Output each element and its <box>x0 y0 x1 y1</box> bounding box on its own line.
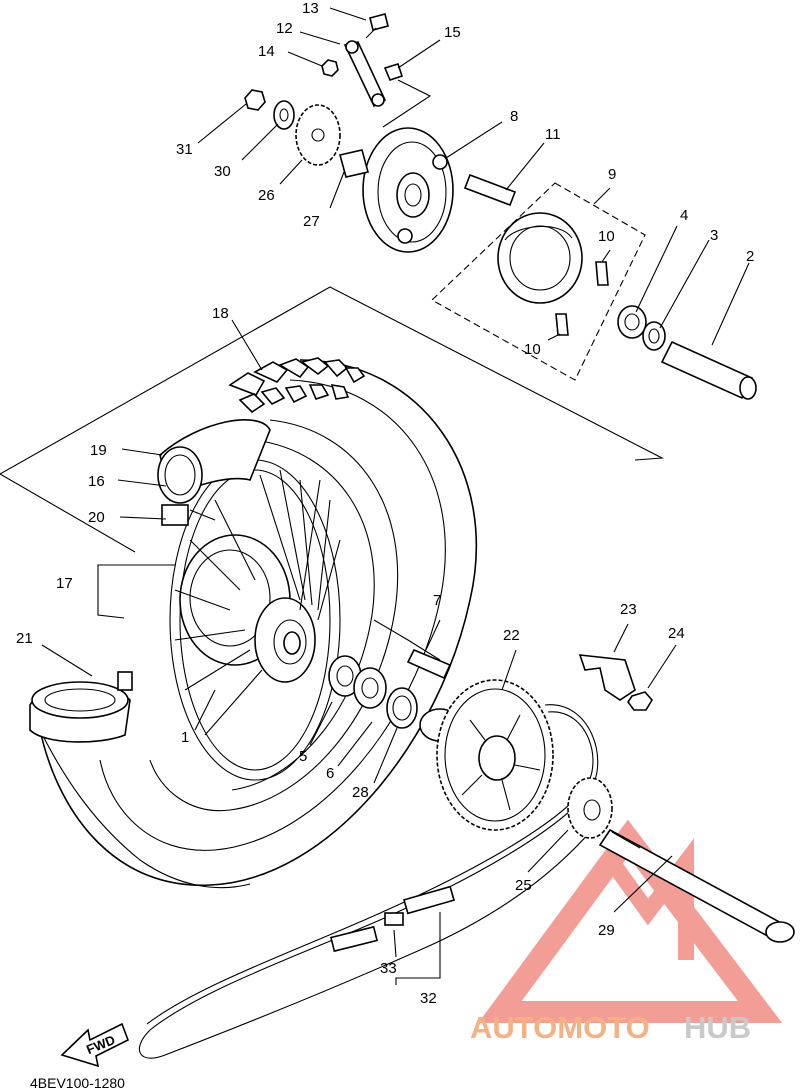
part-label-12: 12 <box>276 20 293 37</box>
part-label-23: 23 <box>620 601 637 618</box>
diagram-code: 4BEV100-1280 <box>30 1075 125 1089</box>
part-label-13: 13 <box>302 0 319 17</box>
chain-puller-bracket <box>578 654 653 711</box>
part-label-4: 4 <box>680 207 688 224</box>
group-18-outline <box>0 286 664 553</box>
part-label-15: 15 <box>444 24 461 41</box>
part-label-32: 32 <box>420 990 437 1007</box>
leader-lines <box>41 7 750 985</box>
nut-14 <box>321 59 339 77</box>
wheel-hub-assembly <box>169 459 341 781</box>
collar-2 <box>660 340 757 400</box>
part-label-8: 8 <box>510 108 518 125</box>
part-label-1: 1 <box>181 729 189 746</box>
part-label-25: 25 <box>515 877 532 894</box>
part-label-14: 14 <box>258 43 275 60</box>
part-label-19: 19 <box>90 442 107 459</box>
axle-bearings <box>328 648 452 729</box>
part-label-27: 27 <box>303 213 320 230</box>
part-label-11: 11 <box>545 126 561 143</box>
part-label-10b: 10 <box>524 341 541 358</box>
chain-joint <box>329 885 455 953</box>
part-labels: 1 2 3 4 5 6 7 8 9 10 10 11 12 13 14 15 1… <box>16 0 754 1007</box>
rear-sprocket <box>419 679 554 831</box>
bolt-13 <box>365 13 389 39</box>
part-label-33: 33 <box>380 960 397 977</box>
brake-shoes <box>497 212 583 304</box>
watermark-text: AUTOMOTO HUB <box>470 1010 751 1045</box>
part-label-28: 28 <box>352 784 369 801</box>
part-label-22: 22 <box>503 627 520 644</box>
tread-blocks <box>228 357 366 414</box>
nut-31 <box>244 89 266 111</box>
part-label-16: 16 <box>88 473 105 490</box>
fwd-arrow-icon: FWD <box>60 1022 130 1068</box>
watermark-logo <box>478 819 783 1023</box>
part-label-17: 17 <box>56 575 73 592</box>
watermark-part2: HUB <box>684 1010 751 1045</box>
part-label-7: 7 <box>433 592 441 609</box>
part-label-30: 30 <box>214 163 231 180</box>
group-9-box <box>431 182 646 381</box>
part-21-cover <box>29 671 133 743</box>
cam-shaft <box>463 173 517 207</box>
collar-27 <box>339 149 369 178</box>
part-label-29: 29 <box>598 922 615 939</box>
pin-15 <box>383 63 404 81</box>
part-label-3: 3 <box>710 227 718 244</box>
axle <box>598 828 795 943</box>
part-label-31: 31 <box>176 141 193 158</box>
bearing-4 <box>617 305 647 339</box>
part-label-9: 9 <box>608 166 616 183</box>
part-label-18: 18 <box>212 305 229 322</box>
part-label-6: 6 <box>326 765 334 782</box>
brake-panel <box>362 127 454 253</box>
sprocket-26 <box>295 104 341 166</box>
drive-sprocket <box>567 777 613 839</box>
group-8-outline <box>382 79 432 128</box>
part-label-20: 20 <box>88 509 105 526</box>
part-label-10a: 10 <box>598 228 615 245</box>
seal-3 <box>642 321 666 351</box>
brake-lever <box>343 40 387 108</box>
part-label-2: 2 <box>746 248 754 265</box>
part-label-26: 26 <box>258 187 275 204</box>
watermark-part1: AUTOMOTO <box>470 1010 650 1045</box>
spring-10 <box>555 261 609 336</box>
tube-and-rim-band <box>157 419 271 526</box>
part-label-24: 24 <box>668 625 685 642</box>
washer-30 <box>273 100 295 130</box>
part-label-21: 21 <box>16 630 33 647</box>
part-label-5: 5 <box>299 748 307 765</box>
